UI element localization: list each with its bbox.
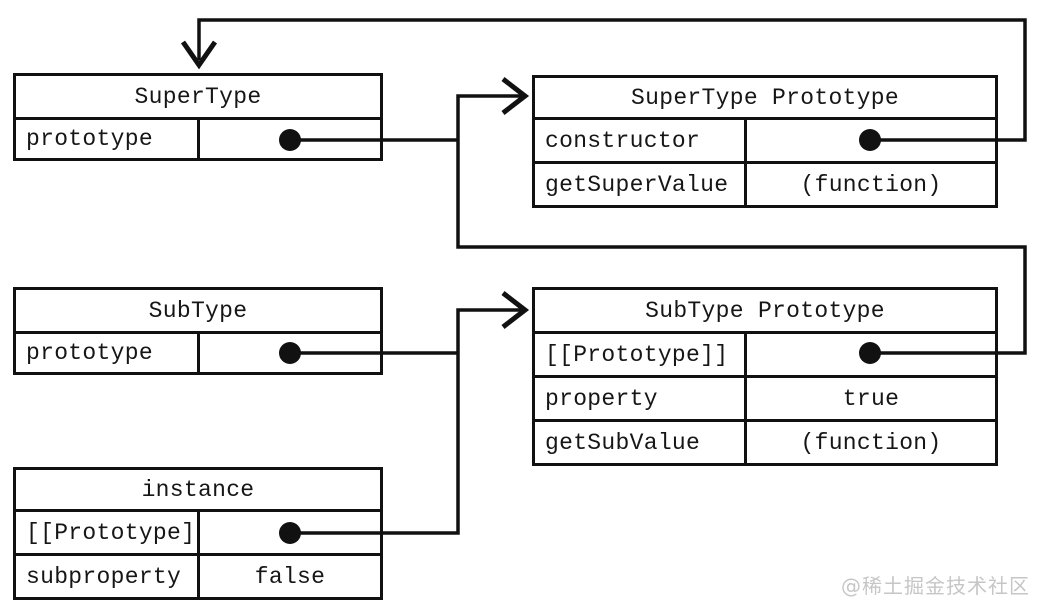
instance-title: instance xyxy=(16,470,380,512)
table-row: [[Prototype]] xyxy=(16,512,380,556)
subtype-prototype-title: SubType Prototype xyxy=(535,290,995,334)
table-row: getSubValue (function) xyxy=(535,422,995,463)
pointer-cell xyxy=(200,334,380,372)
row-key: [[Prototype]] xyxy=(16,512,200,553)
row-key: [[Prototype]] xyxy=(535,334,747,375)
row-key: prototype xyxy=(16,334,200,372)
arrow-down-icon xyxy=(180,40,218,70)
arrow-right-icon xyxy=(501,77,530,115)
table-row: constructor xyxy=(535,120,995,164)
table-row: [[Prototype]] xyxy=(535,334,995,378)
arrow-right-icon xyxy=(501,291,530,329)
supertype-prototype-box: SuperType Prototype constructor getSuper… xyxy=(532,75,998,208)
supertype-title: SuperType xyxy=(16,76,380,120)
subtype-prototype-box: SubType Prototype [[Prototype]] property… xyxy=(532,287,998,466)
supertype-box: SuperType prototype xyxy=(13,73,383,161)
table-row: getSuperValue (function) xyxy=(535,164,995,205)
supertype-prototype-title: SuperType Prototype xyxy=(535,78,995,120)
pointer-cell xyxy=(747,120,995,161)
row-key: getSubValue xyxy=(535,422,747,463)
row-value: false xyxy=(254,563,326,590)
row-key: prototype xyxy=(16,120,200,158)
row-value: (function) xyxy=(800,429,942,456)
subtype-title: SubType xyxy=(16,290,380,334)
instance-box: instance [[Prototype]] subproperty false xyxy=(13,467,383,600)
pointer-cell xyxy=(200,120,380,158)
table-row: prototype xyxy=(16,334,380,372)
row-key: getSuperValue xyxy=(535,164,747,205)
pointer-cell xyxy=(200,512,380,553)
row-key: constructor xyxy=(535,120,747,161)
row-value: (function) xyxy=(800,171,942,198)
watermark: @稀土掘金技术社区 xyxy=(841,574,1030,598)
subtype-box: SubType prototype xyxy=(13,287,383,375)
pointer-cell xyxy=(747,334,995,375)
table-row: property true xyxy=(535,378,995,422)
row-key: subproperty xyxy=(16,556,200,597)
row-key: property xyxy=(535,378,747,419)
table-row: prototype xyxy=(16,120,380,158)
table-row: subproperty false xyxy=(16,556,380,597)
row-value: true xyxy=(842,385,900,412)
